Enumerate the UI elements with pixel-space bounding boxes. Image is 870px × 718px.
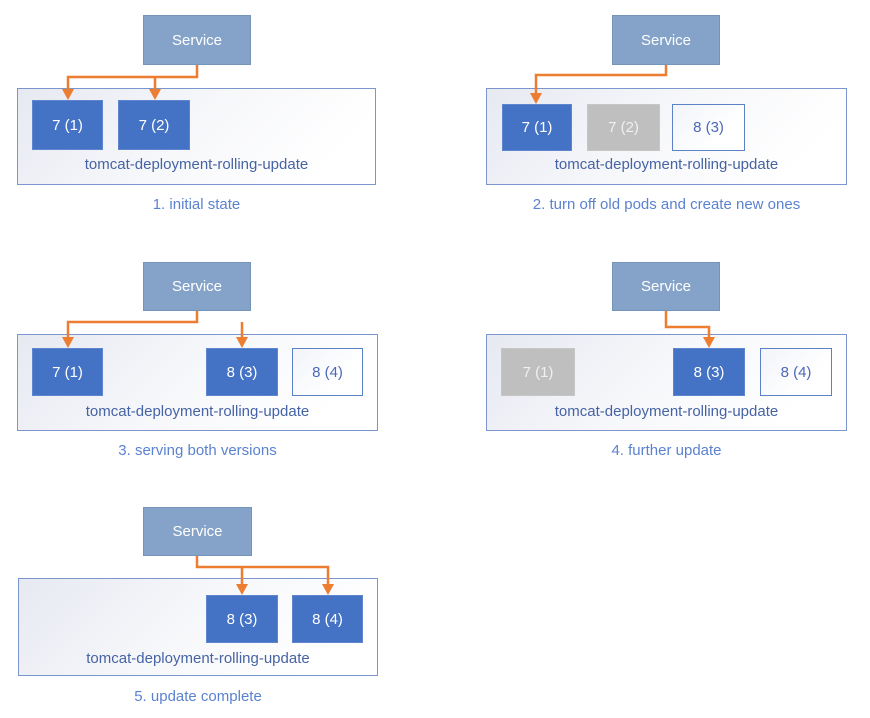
- pod-8-3: 8 (3): [206, 348, 278, 396]
- service-label: Service: [171, 31, 223, 49]
- step-caption-4: 4. further update: [611, 442, 722, 459]
- pod-label: 7 (1): [52, 116, 83, 134]
- service-label: Service: [640, 278, 692, 295]
- pod-label: 7 (1): [52, 363, 83, 381]
- service-box: Service: [143, 507, 252, 556]
- service-box: Service: [612, 262, 720, 311]
- pod-7-2: 7 (2): [118, 100, 190, 150]
- service-box: Service: [143, 15, 251, 65]
- deployment-name-label: tomcat-deployment-rolling-update: [85, 403, 310, 420]
- pod-label: 8 (4): [312, 610, 343, 628]
- pod-label: 7 (1): [521, 119, 553, 136]
- service-label: Service: [171, 278, 223, 295]
- step-caption-5: 5. update complete: [134, 688, 262, 705]
- pod-label: 7 (2): [608, 119, 639, 136]
- pod-label: 8 (3): [226, 363, 258, 381]
- pod-label: 7 (1): [522, 363, 554, 381]
- pod-8-4-new: 8 (4): [292, 348, 363, 396]
- pod-7-1: 7 (1): [502, 104, 572, 151]
- deployment-name-label: tomcat-deployment-rolling-update: [554, 403, 779, 420]
- pod-7-1: 7 (1): [32, 100, 103, 150]
- step-caption-2: 2. turn off old pods and create new ones: [532, 196, 801, 213]
- pod-label: 8 (3): [693, 119, 724, 136]
- service-label: Service: [172, 523, 223, 540]
- pod-7-1-stopped: 7 (1): [501, 348, 575, 396]
- pod-8-3-new: 8 (3): [672, 104, 745, 151]
- pod-7-2-stopped: 7 (2): [587, 104, 660, 151]
- pod-8-3: 8 (3): [206, 595, 278, 643]
- pod-label: 8 (3): [693, 363, 725, 381]
- pod-label: 7 (2): [138, 116, 170, 134]
- pod-8-4: 8 (4): [292, 595, 363, 643]
- service-label: Service: [640, 31, 692, 49]
- pod-8-3: 8 (3): [673, 348, 745, 396]
- deployment-name-label: tomcat-deployment-rolling-update: [554, 156, 779, 173]
- service-box: Service: [612, 15, 720, 65]
- pod-label: 8 (4): [780, 363, 812, 381]
- pod-label: 8 (4): [312, 363, 343, 381]
- service-box: Service: [143, 262, 251, 311]
- step-caption-3: 3. serving both versions: [118, 442, 277, 459]
- deployment-name-label: tomcat-deployment-rolling-update: [86, 650, 310, 667]
- pod-label: 8 (3): [226, 610, 258, 628]
- step-caption-1: 1. initial state: [152, 196, 241, 213]
- pod-8-4-new: 8 (4): [760, 348, 832, 396]
- pod-7-1: 7 (1): [32, 348, 103, 396]
- deployment-name-label: tomcat-deployment-rolling-update: [84, 156, 309, 173]
